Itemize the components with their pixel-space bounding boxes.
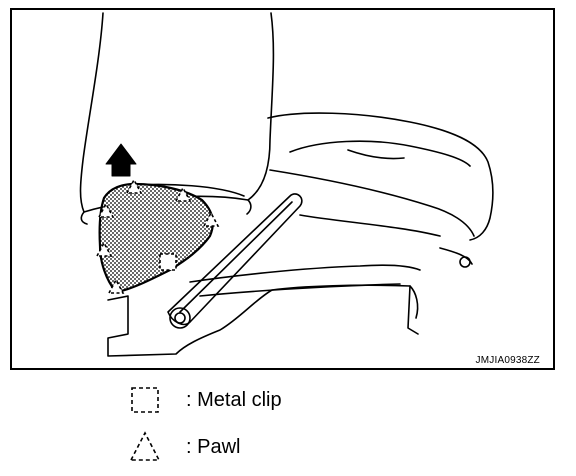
cushion-side-line <box>269 169 475 237</box>
pawl-marker-right <box>202 211 220 227</box>
dashed-square-icon <box>131 387 159 413</box>
recliner-lever <box>167 193 303 326</box>
legend-pawl-label: : Pawl <box>186 436 240 458</box>
pawl-marker-left-upper <box>97 202 115 218</box>
seatback-front-edge <box>80 211 88 225</box>
figure-code: JMJIA0938ZZ <box>476 355 540 366</box>
metal-clip-marker <box>159 253 177 271</box>
pawl-marker-left-lower <box>95 241 113 257</box>
cushion-top-contour <box>289 140 471 167</box>
seat-illustration <box>79 12 494 357</box>
lever-pivot-inner <box>174 312 186 324</box>
removal-direction-arrow <box>105 143 137 177</box>
pawl-marker-top <box>125 178 143 194</box>
legend-metal-clip-label: : Metal clip <box>186 389 282 411</box>
legend: : Metal clip : Pawl <box>129 387 282 461</box>
rail-bracket <box>409 285 419 319</box>
illustration-frame <box>10 8 555 370</box>
seat-rail-upper <box>189 264 421 283</box>
dashed-triangle-icon <box>129 431 161 461</box>
cushion-front-fold <box>347 149 405 160</box>
cushion-lower-line <box>299 214 441 237</box>
pawl-marker-bottom <box>107 278 125 294</box>
lever-pivot-outer <box>169 307 191 329</box>
seat-cushion-outline <box>267 112 494 241</box>
seatback-side-seam <box>246 199 252 215</box>
lever-inner-line <box>179 201 293 313</box>
pawl-marker-upper-right <box>174 186 192 202</box>
rail-end-bolt <box>459 256 471 268</box>
